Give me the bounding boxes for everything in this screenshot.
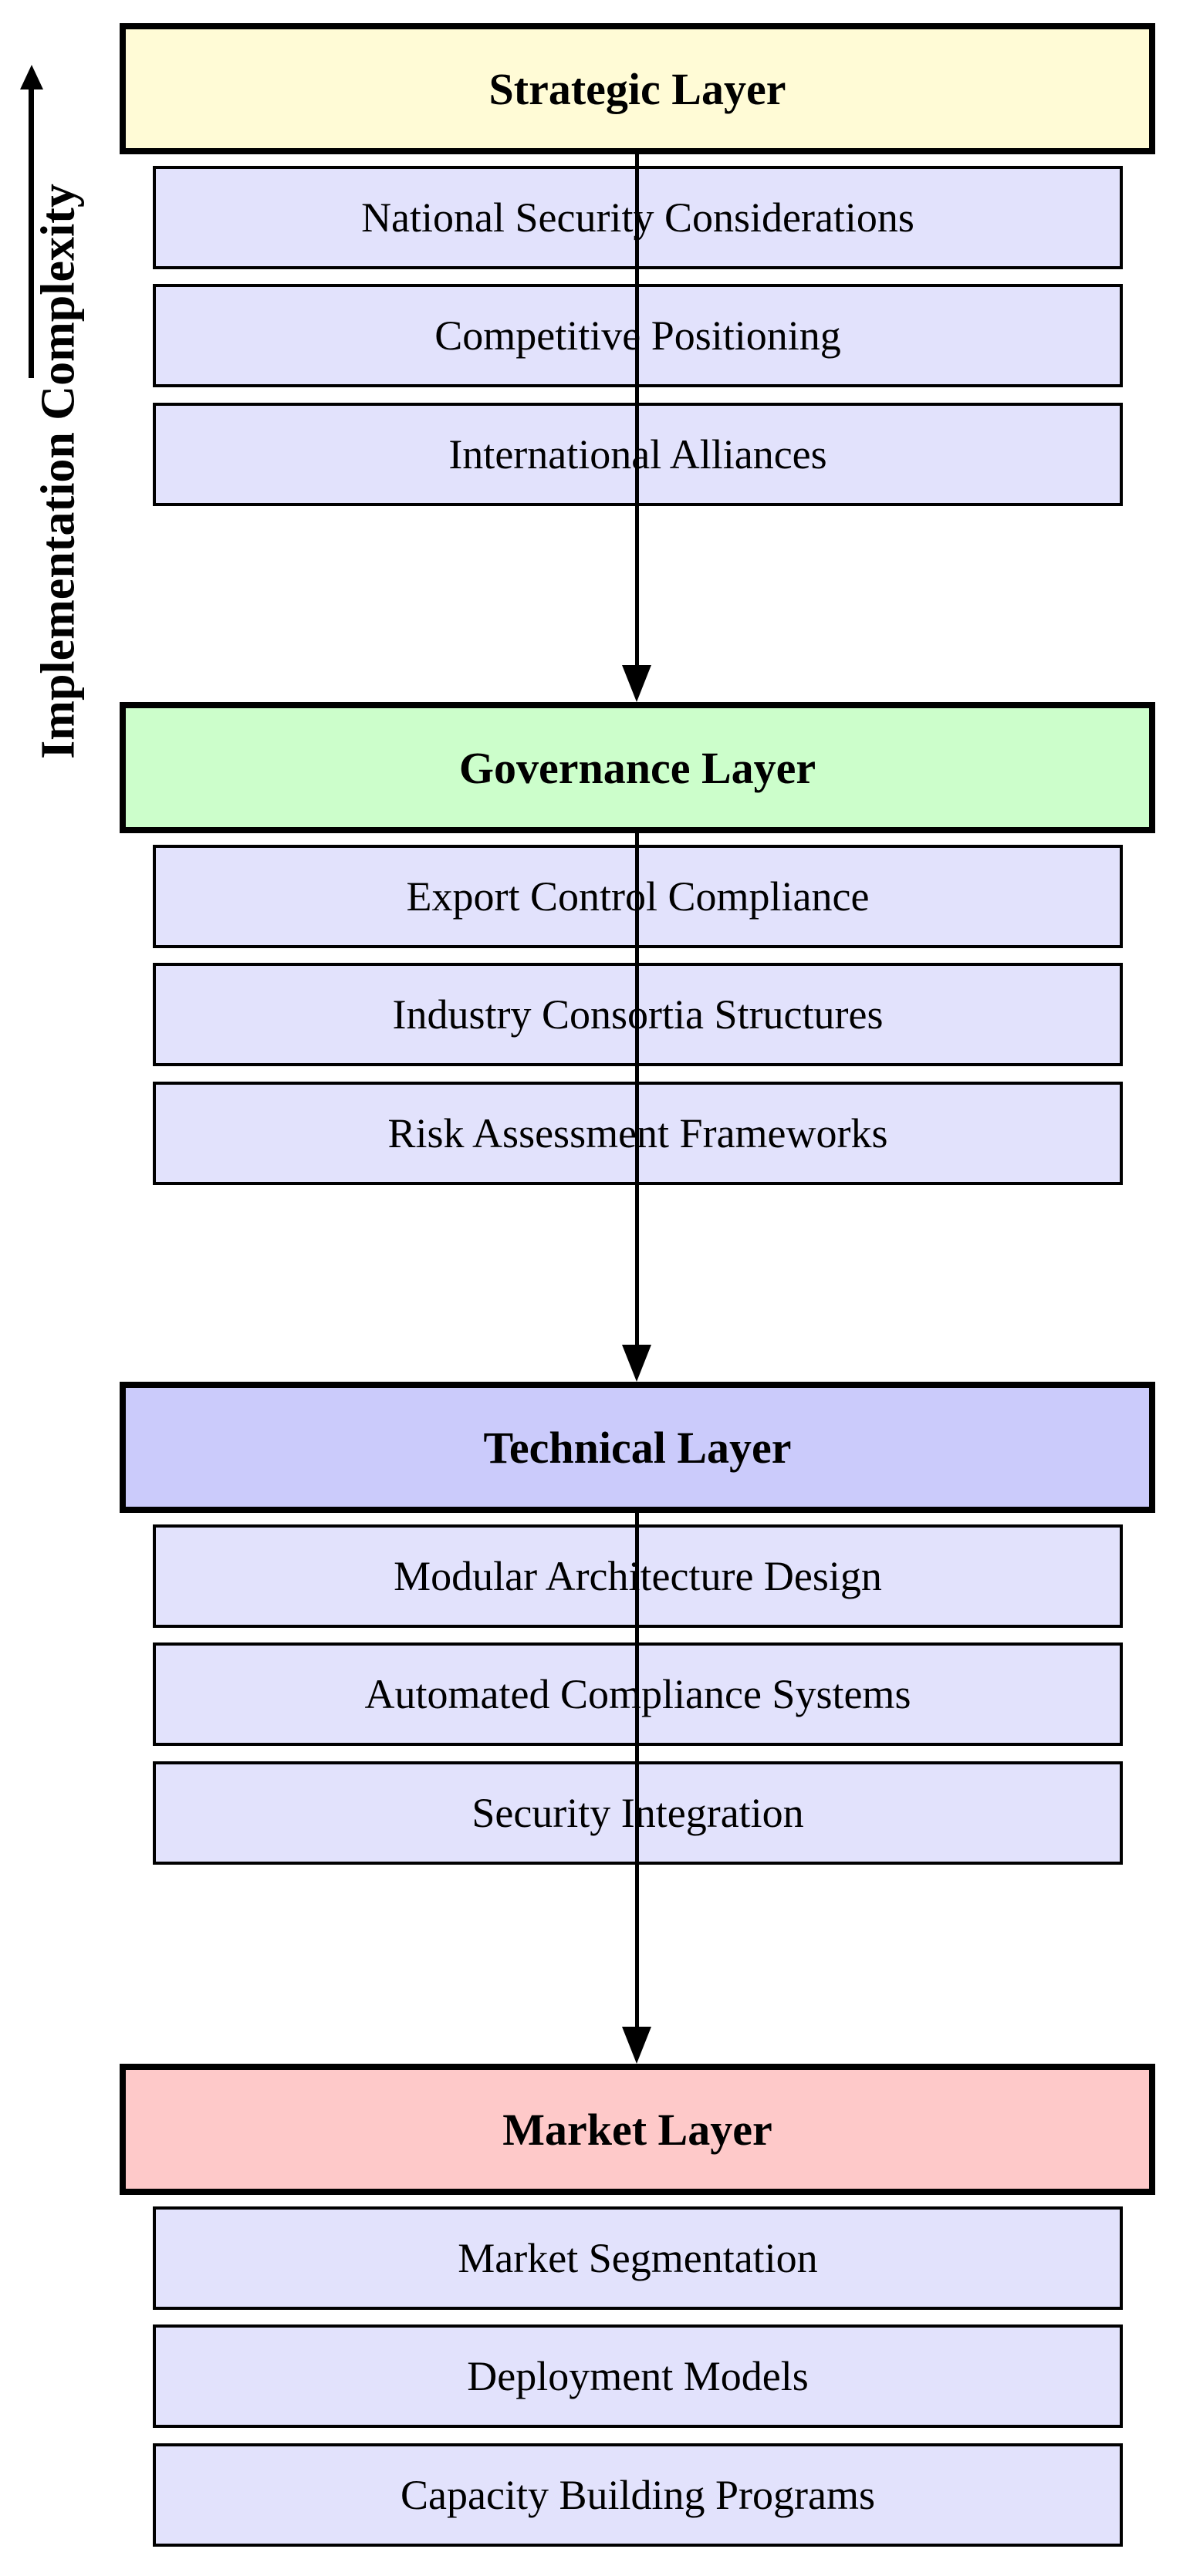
layer-header-technical: Technical Layer <box>120 1382 1155 1513</box>
layer-header-strategic: Strategic Layer <box>120 23 1155 154</box>
arrowhead-down-icon <box>622 665 651 702</box>
layer-header-market: Market Layer <box>120 2064 1155 2195</box>
axis-label: Implementation Complexity <box>32 184 85 759</box>
layer-item: Market Segmentation <box>153 2206 1123 2310</box>
layer-header-governance: Governance Layer <box>120 702 1155 833</box>
connector-line <box>635 154 639 665</box>
arrowhead-down-icon <box>622 2027 651 2064</box>
layer-item: Capacity Building Programs <box>153 2443 1123 2547</box>
arrowhead-down-icon <box>622 1345 651 1382</box>
connector-line <box>635 1513 639 2027</box>
layer-item: Deployment Models <box>153 2324 1123 2428</box>
axis-arrow-shaft <box>29 79 34 378</box>
connector-line <box>635 833 639 1345</box>
